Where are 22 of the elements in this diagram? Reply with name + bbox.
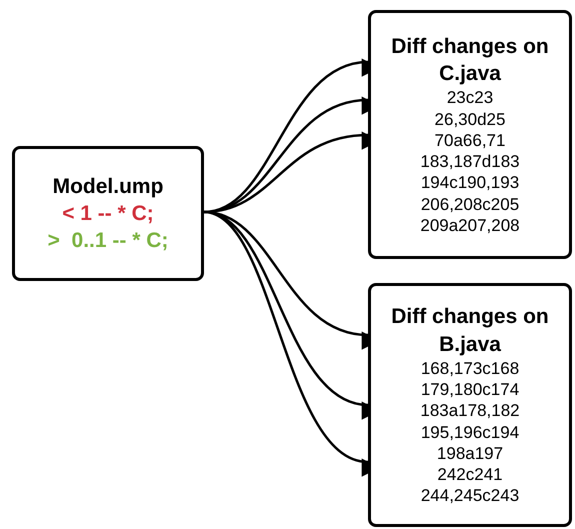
- diff-line: 183,187d183: [420, 151, 520, 172]
- diff-line: 195,196c194: [420, 422, 520, 443]
- diff-line: 244,245c243: [420, 485, 520, 507]
- diff-line: 23c23: [446, 87, 494, 109]
- process-box: [368, 283, 572, 527]
- diff-line: 168,173c168: [420, 358, 520, 380]
- diff-line: 198a197: [436, 442, 504, 464]
- diff-line: 209a207,208: [420, 214, 520, 236]
- association-line-text: > 0..1 -- * C;: [48, 228, 168, 254]
- process-box: [368, 10, 572, 259]
- box-heading: Model.ump: [52, 174, 164, 200]
- box-heading: Diff changes on C.java: [390, 34, 550, 88]
- diff-line: 194c190,193: [420, 172, 520, 194]
- process-box: [12, 146, 204, 281]
- diff-line: 206,208c205: [420, 194, 520, 215]
- diff-line: 26,30d25: [434, 108, 506, 130]
- box-heading: Diff changes on B.java: [390, 304, 550, 358]
- association-line-text: < 1 -- * C;: [62, 200, 154, 227]
- diff-line: 179,180c174: [420, 379, 520, 400]
- diff-line: 183a178,182: [420, 400, 520, 422]
- diff-line: 242c241: [437, 464, 503, 486]
- diff-line: 70a66,71: [434, 130, 506, 152]
